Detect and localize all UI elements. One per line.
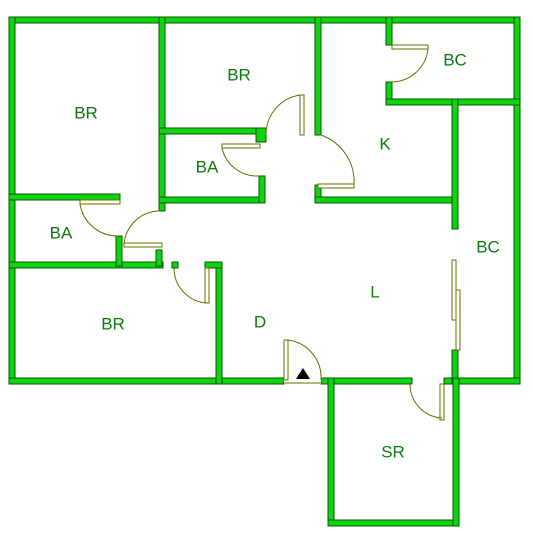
- wall-south-right: [443, 377, 521, 385]
- doors: [79, 44, 461, 421]
- room-label-bedroom-bottom-left: BR: [101, 314, 125, 333]
- wall-south-left: [8, 377, 285, 385]
- door-sunroom: [409, 383, 445, 421]
- wall-ba-left-bottom: [8, 261, 164, 269]
- wall-br1-bottom: [8, 193, 121, 201]
- door-ba-middle: [221, 143, 261, 177]
- room-label-bathroom-middle: BA: [196, 157, 219, 176]
- wall-br2-bottom: [158, 127, 262, 135]
- room-label-closet-top-right: BC: [443, 50, 467, 69]
- room-label-dining: D: [254, 312, 266, 331]
- door-kitchen: [317, 134, 355, 189]
- wall-bc-left-upper: [385, 16, 393, 46]
- room-label-bedroom-top-middle: BR: [227, 65, 251, 84]
- room-labels: BR BR BA BA BR BC K BC L D SR: [50, 50, 500, 461]
- room-label-living: L: [370, 282, 379, 301]
- door-bc-right-sliding: [451, 259, 461, 351]
- wall-br1-br2: [158, 16, 166, 212]
- room-label-bedroom-top-left: BR: [74, 103, 98, 122]
- wall-br2-bottom-post: [255, 127, 267, 143]
- wall-ba-left-stub: [115, 235, 123, 267]
- room-label-closet-right: BC: [476, 237, 500, 256]
- room-label-bathroom-left: BA: [50, 223, 73, 242]
- wall-south-middle: [320, 377, 413, 385]
- wall-kitchen-bottom: [314, 196, 458, 204]
- wall-hall-corner: [171, 261, 179, 269]
- room-label-kitchen: K: [379, 134, 391, 153]
- wall-br2-kitchen: [314, 16, 322, 136]
- door-bc-top: [391, 44, 429, 83]
- wall-hall-stub: [155, 249, 163, 267]
- wall-sr-south: [327, 519, 460, 527]
- door-hall-left: [123, 210, 163, 248]
- wall-ba-mid-right: [258, 175, 266, 204]
- interior-walls: [8, 16, 521, 385]
- wall-north: [8, 16, 521, 24]
- sunroom-walls: [327, 377, 460, 527]
- wall-sr-west: [327, 377, 335, 527]
- door-br-bottom: [173, 267, 210, 304]
- triangle-up-icon: [296, 368, 310, 379]
- door-ba-left: [79, 199, 121, 237]
- wall-ba-mid-bottom: [158, 196, 266, 204]
- wall-sr-east: [452, 377, 460, 527]
- door-entry: [283, 339, 322, 384]
- wall-east: [513, 16, 521, 385]
- wall-bc-right-upper: [451, 98, 459, 230]
- room-label-sunroom: SR: [381, 442, 405, 461]
- wall-br3-top-stub: [204, 261, 223, 269]
- wall-br3-right: [215, 261, 223, 385]
- door-br-middle: [265, 94, 305, 136]
